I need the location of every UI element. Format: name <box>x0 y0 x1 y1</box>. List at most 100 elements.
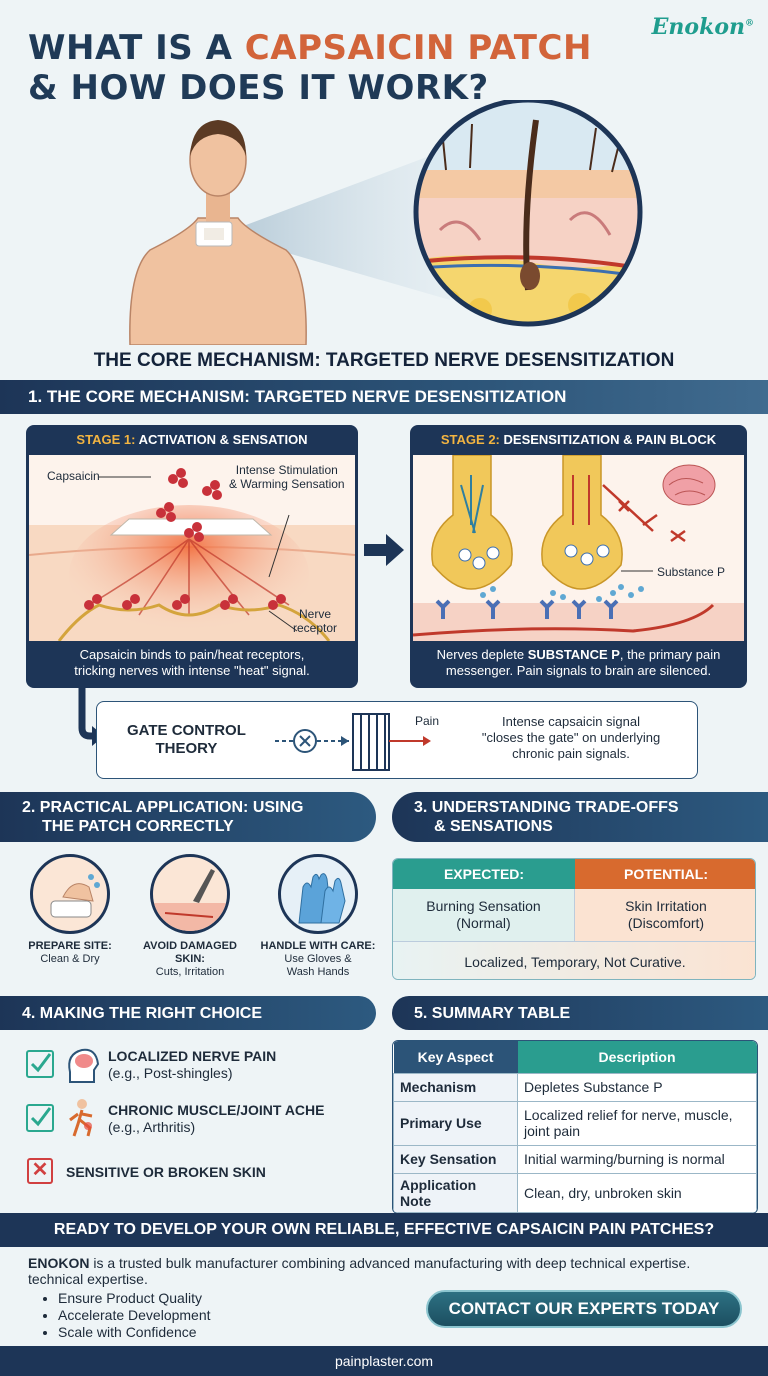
gate-text-1: Intense capsaicin signal <box>501 714 641 729</box>
head-brain-icon <box>68 1048 100 1083</box>
step-handle-with-care: HANDLE WITH CARE:Use Gloves &Wash Hands <box>258 854 378 979</box>
gloves-icon <box>278 854 358 934</box>
joint-pain-icon <box>69 1099 93 1137</box>
wipe-icon <box>30 854 110 934</box>
section1-banner: 1. THE CORE MECHANISM: TARGETED NERVE DE… <box>0 380 768 414</box>
gate-text-3: chronic pain signals. <box>512 746 630 761</box>
step1-title: PREPARE SITE: <box>28 940 112 952</box>
section3-heading-line1: 3. UNDERSTANDING TRADE-OFFS <box>414 799 679 816</box>
stage1-header: STAGE 1: ACTIVATION & SENSATION <box>26 425 358 455</box>
section3-heading-line2: & SENSATIONS <box>434 818 553 835</box>
cta-banner: READY TO DEVELOP YOUR OWN RELIABLE, EFFE… <box>0 1213 768 1247</box>
list-item: Accelerate Development <box>58 1307 211 1324</box>
list-item: Scale with Confidence <box>58 1324 211 1341</box>
stage2-caption-bold: SUBSTANCE P <box>527 647 620 662</box>
cta-desc-repeat: technical expertise. <box>28 1271 148 1287</box>
gate-diagram <box>275 713 431 771</box>
stage1-card: STAGE 1: ACTIVATION & SENSATION <box>26 425 358 688</box>
row-value: Localized relief for nerve, muscle,joint… <box>517 1100 757 1146</box>
stage1-caption: Capsaicin binds to pain/heat receptors,t… <box>26 641 358 679</box>
check-icon <box>26 1050 54 1078</box>
skin-cross-section <box>416 100 640 324</box>
row-value-line2: joint pain <box>524 1123 581 1139</box>
stage1-prefix: STAGE 1: <box>76 432 136 447</box>
summary-col-desc: Description <box>517 1041 757 1073</box>
tradeoffs-footer: Localized, Temporary, Not Curative. <box>393 941 755 979</box>
step1-line1: Clean & Dry <box>40 953 100 965</box>
step2-title: AVOID DAMAGED SKIN: <box>143 940 237 965</box>
contact-experts-button[interactable]: CONTACT OUR EXPERTS TODAY <box>426 1290 742 1328</box>
step3-line1: Use Gloves & <box>284 953 352 965</box>
mechanism-subheading: THE CORE MECHANISM: TARGETED NERVE DESEN… <box>93 350 675 371</box>
choice1-title: LOCALIZED NERVE PAIN <box>108 1048 277 1064</box>
choice2-sub: (e.g., Arthritis) <box>108 1119 196 1135</box>
stim-line2: & Warming Sensation <box>229 477 345 491</box>
choice1-sub: (e.g., Post-shingles) <box>108 1065 233 1081</box>
row-key: Primary Use <box>393 1100 518 1146</box>
stage2-header: STAGE 2: DESENSITIZATION & PAIN BLOCK <box>410 425 747 455</box>
capsaicin-label: Capsaicin <box>47 469 100 483</box>
man-back-figure <box>129 120 307 345</box>
choice3-title: SENSITIVE OR BROKEN SKIN <box>66 1164 266 1180</box>
row-value: Initial warming/burning is normal <box>517 1144 757 1174</box>
hero-illustration <box>129 100 643 345</box>
choice-muscle-joint: CHRONIC MUSCLE/JOINT ACHE(e.g., Arthriti… <box>108 1102 325 1136</box>
footer-url[interactable]: painplaster.com <box>0 1346 768 1376</box>
gate-title-line1: GATE CONTROL <box>127 722 246 739</box>
stim-line1: Intense Stimulation <box>235 463 338 477</box>
row-value: Depletes Substance P <box>517 1072 757 1102</box>
step-avoid-damaged-skin: AVOID DAMAGED SKIN:Cuts, Irritation <box>130 854 250 979</box>
gate-title-line2: THEORY <box>155 740 218 757</box>
stage1-title: ACTIVATION & SENSATION <box>138 432 308 447</box>
substance-p-label: Substance P <box>657 565 726 579</box>
stage2-caption: Nerves deplete SUBSTANCE P, the primary … <box>410 641 747 679</box>
cta-desc: is a trusted bulk manufacturer combining… <box>89 1255 691 1271</box>
section3-heading: 3. UNDERSTANDING TRADE-OFFS & SENSATIONS <box>392 792 768 842</box>
stage2-caption-a: Nerves deplete <box>436 647 528 662</box>
stage1-illustration <box>29 468 355 641</box>
potential-line1: Skin Irritation <box>625 898 707 914</box>
gate-icon <box>352 713 390 771</box>
brand-mark: ® <box>745 18 754 29</box>
brand-logo: Enokon® <box>652 14 754 40</box>
row-value-line1: Localized relief for nerve, muscle, <box>524 1107 733 1123</box>
title-line2: & HOW DOES IT WORK? <box>28 68 489 108</box>
stage2-caption-line2: messenger. Pain signals to brain are sil… <box>445 663 712 678</box>
section2-heading-line1: 2. PRACTICAL APPLICATION: USING <box>22 799 304 816</box>
cta-brand: ENOKON <box>28 1255 90 1271</box>
title-part: WHAT IS A <box>28 28 245 68</box>
tradeoffs-table: EXPECTED: POTENTIAL: Burning Sensation(N… <box>392 858 756 980</box>
stage1-caption-line1: Capsaicin binds to pain/heat receptors, <box>79 647 305 662</box>
expected-line2: (Normal) <box>456 915 511 931</box>
choice2-title: CHRONIC MUSCLE/JOINT ACHE <box>108 1102 325 1118</box>
zoom-beam <box>222 152 450 300</box>
choice-nerve-pain: LOCALIZED NERVE PAIN(e.g., Post-shingles… <box>108 1048 276 1082</box>
step2-line1: Cuts, Irritation <box>155 966 225 978</box>
stage1-caption-line2: tricking nerves with intense "heat" sign… <box>74 663 310 678</box>
section4-heading: 4. MAKING THE RIGHT CHOICE <box>0 996 376 1030</box>
stage2-prefix: STAGE 2: <box>440 432 500 447</box>
stage2-title: DESENSITIZATION & PAIN BLOCK <box>503 432 717 447</box>
expected-cell: Burning Sensation(Normal) <box>393 889 575 941</box>
expected-line1: Burning Sensation <box>426 898 541 914</box>
row-key: Application Note <box>393 1172 518 1213</box>
cta-bullets: Ensure Product Quality Accelerate Develo… <box>58 1290 211 1341</box>
title-accent: CAPSAICIN PATCH <box>244 28 592 68</box>
page-title: WHAT IS A CAPSAICIN PATCH & HOW DOES IT … <box>28 28 628 108</box>
section5-heading: 5. SUMMARY TABLE <box>392 996 768 1030</box>
check-icon <box>26 1104 54 1132</box>
stage2-card: STAGE 2: DESENSITIZATION & PAIN BLOCK Su… <box>410 425 747 688</box>
list-item: Ensure Product Quality <box>58 1290 211 1307</box>
nerve-line2: receptor <box>293 621 338 635</box>
cta-description: ENOKON is a trusted bulk manufacturer co… <box>28 1255 758 1287</box>
step-prepare-site: PREPARE SITE:Clean & Dry <box>10 854 130 966</box>
potential-line2: (Discomfort) <box>627 915 705 931</box>
